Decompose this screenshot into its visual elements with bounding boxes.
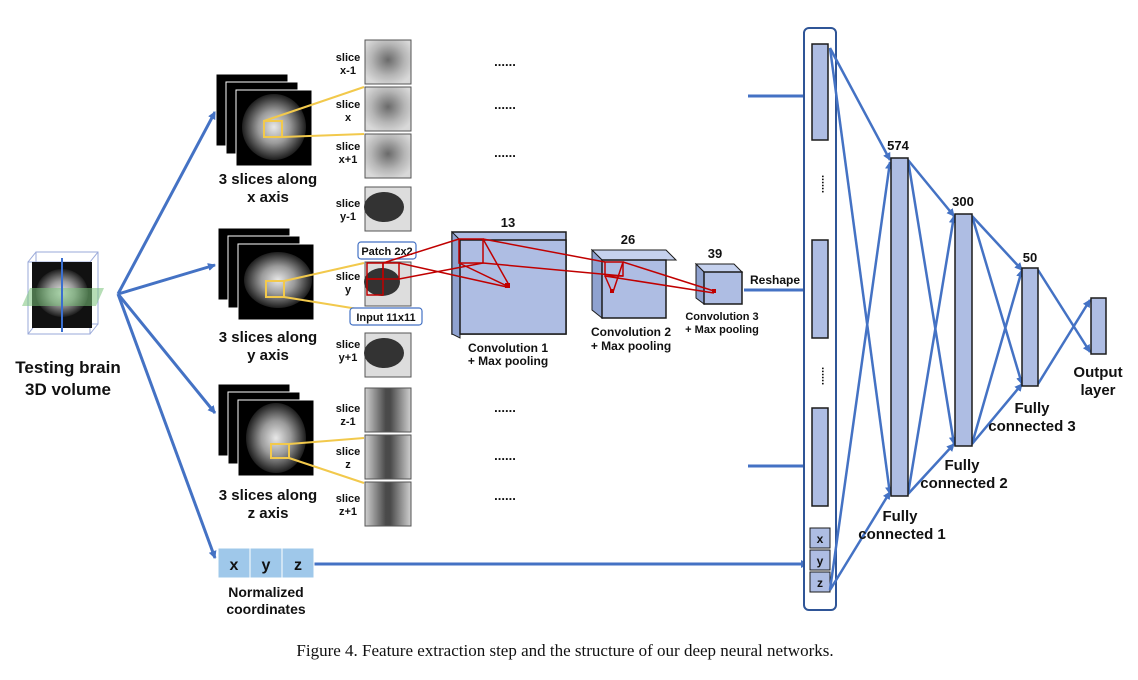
conv3-label-1: Convolution 3 <box>685 311 758 323</box>
svg-text:slice: slice <box>336 403 360 415</box>
svg-text:x: x <box>345 112 352 124</box>
vector-dots-1: ...... <box>819 175 831 193</box>
fc3-label-1: Fully <box>1014 400 1050 417</box>
svg-text:slice: slice <box>336 493 360 505</box>
conv1-label-1: Convolution 1 <box>468 341 548 355</box>
fc2-label-1: Fully <box>944 457 980 474</box>
slice-caption-y: 3 slices along y axis <box>219 329 317 364</box>
coord-x: x <box>230 557 239 574</box>
fc1-label-1: Fully <box>882 508 918 525</box>
svg-text:......: ...... <box>494 54 516 69</box>
svg-text:Patch 2x2: Patch 2x2 <box>361 246 412 258</box>
slice-stack-z <box>217 383 365 484</box>
output-label-1: Output <box>1073 364 1122 381</box>
slice-stack-x <box>215 73 365 167</box>
coords-label-1: Normalized <box>228 584 303 600</box>
volume-label-line2: 3D volume <box>25 380 111 399</box>
fc2-layer <box>954 213 973 447</box>
slice-labels: slice x-1 slice x slice x+1 slice y-1 sl… <box>336 52 360 518</box>
fc3-layer <box>1021 267 1039 387</box>
output-label-2: layer <box>1080 382 1115 399</box>
svg-text:slice: slice <box>336 99 360 111</box>
conv3-label-2: + Max pooling <box>685 324 759 336</box>
svg-text:x axis: x axis <box>247 189 289 206</box>
conv3-block <box>604 261 744 305</box>
svg-text:y-1: y-1 <box>340 211 356 223</box>
vector-x: x <box>817 532 824 546</box>
coord-y: y <box>262 557 271 574</box>
vector-z: z <box>817 576 823 590</box>
volume-label-line1: Testing brain <box>15 358 120 377</box>
arrow-to-y-slices <box>117 263 216 296</box>
svg-text:......: ...... <box>494 448 516 463</box>
patch-column <box>364 39 412 527</box>
fc3-label-2: connected 3 <box>988 418 1076 435</box>
fc2-label-2: connected 2 <box>920 475 1008 492</box>
figure-caption: Figure 4. Feature extraction step and th… <box>296 641 833 660</box>
svg-text:x+1: x+1 <box>339 154 358 166</box>
svg-text:3 slices along: 3 slices along <box>219 487 317 504</box>
svg-text:slice: slice <box>336 339 360 351</box>
slice-caption-x: 3 slices along x axis <box>219 171 317 206</box>
svg-text:z+1: z+1 <box>339 506 357 518</box>
feature-vector: x y z ...... ...... <box>803 27 837 611</box>
svg-text:z: z <box>345 459 351 471</box>
vector-y: y <box>817 554 824 568</box>
volume-arrows <box>116 111 217 559</box>
arrow-to-x-slices <box>116 111 217 295</box>
reshape-label: Reshape <box>750 273 800 287</box>
fc1-layer <box>890 157 909 497</box>
fc2-size: 300 <box>952 194 974 209</box>
arrow-to-z-slices <box>116 293 217 414</box>
fc1-label-2: connected 1 <box>858 526 946 543</box>
svg-text:......: ...... <box>494 97 516 112</box>
conv2-size: 26 <box>621 232 635 247</box>
fc-connections <box>828 47 1092 591</box>
svg-text:z axis: z axis <box>248 505 289 522</box>
svg-text:3 slices along: 3 slices along <box>219 329 317 346</box>
conv1-label-2: + Max pooling <box>468 354 548 368</box>
svg-text:y axis: y axis <box>247 347 289 364</box>
svg-text:......: ...... <box>494 145 516 160</box>
coord-z: z <box>294 557 302 574</box>
coords-label-2: coordinates <box>226 601 306 617</box>
brain-volume-icon <box>22 251 104 335</box>
svg-text:slice: slice <box>336 52 360 64</box>
slice-stack-y <box>217 227 365 321</box>
fc1-size: 574 <box>887 138 909 153</box>
svg-text:slice: slice <box>336 446 360 458</box>
svg-text:x-1: x-1 <box>340 65 356 77</box>
conv1-size: 13 <box>501 215 515 230</box>
conv3-size: 39 <box>708 246 722 261</box>
conv2-label-2: + Max pooling <box>591 339 671 353</box>
fc3-size: 50 <box>1023 250 1037 265</box>
svg-text:slice: slice <box>336 198 360 210</box>
coordinates-box: x y z <box>217 547 315 579</box>
conv2-label-1: Convolution 2 <box>591 325 671 339</box>
patch-tag: Patch 2x2 <box>357 241 417 260</box>
svg-text:......: ...... <box>494 400 516 415</box>
svg-text:y+1: y+1 <box>339 352 358 364</box>
conv2-block <box>482 238 678 320</box>
output-layer <box>1090 297 1107 355</box>
svg-text:slice: slice <box>336 141 360 153</box>
svg-text:z-1: z-1 <box>340 416 355 428</box>
slice-caption-z: 3 slices along z axis <box>219 487 317 522</box>
svg-text:......: ...... <box>494 488 516 503</box>
arrow-to-coordinates <box>116 293 217 559</box>
input-tag: Input 11x11 <box>349 307 423 326</box>
svg-text:3 slices along: 3 slices along <box>219 171 317 188</box>
vector-dots-2: ...... <box>819 367 831 385</box>
svg-text:Input 11x11: Input 11x11 <box>356 312 415 324</box>
ellipses: ...... ...... ...... ...... ...... .....… <box>494 54 516 503</box>
conv1-block <box>382 230 567 339</box>
svg-text:slice: slice <box>336 271 360 283</box>
svg-text:y: y <box>345 284 352 296</box>
